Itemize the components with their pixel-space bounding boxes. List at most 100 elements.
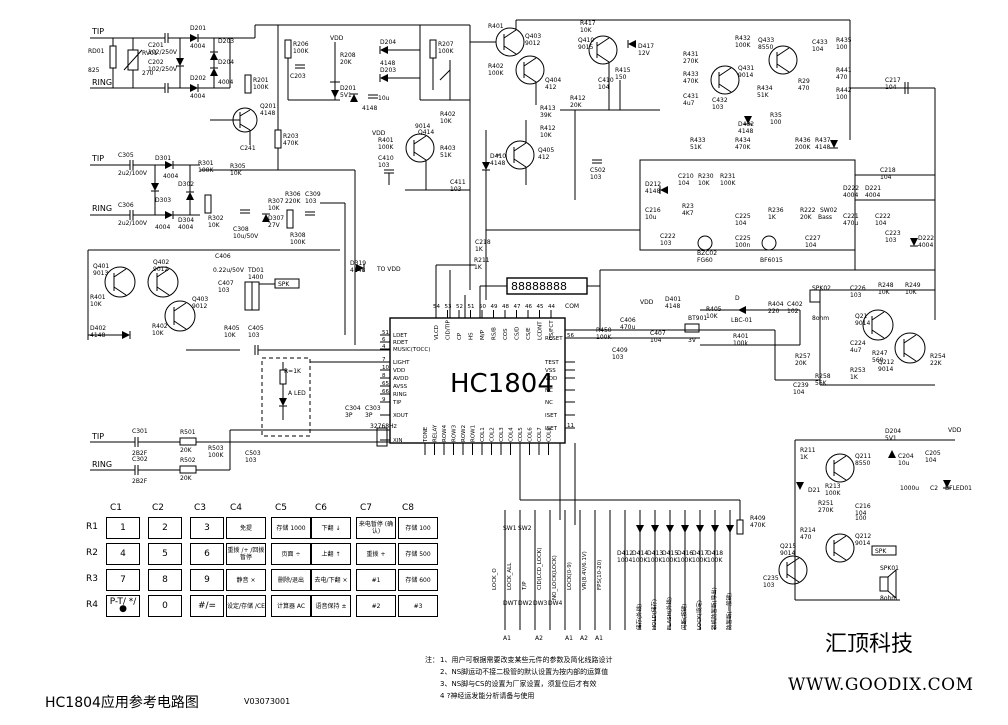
right-top-cluster: Q410 9015 R417 10K D417 12V C410 104 R41… bbox=[560, 19, 660, 200]
keypad-key: 来电暂停 (确认) bbox=[356, 517, 396, 539]
svg-text:DW2: DW2 bbox=[518, 600, 533, 607]
svg-text:104: 104 bbox=[735, 220, 747, 227]
svg-text:R203: R203 bbox=[283, 133, 299, 140]
svg-text:470u: 470u bbox=[620, 324, 635, 331]
svg-text:D204: D204 bbox=[218, 59, 234, 66]
svg-text:10K: 10K bbox=[208, 222, 221, 229]
svg-text:100K: 100K bbox=[632, 557, 648, 564]
svg-text:470u: 470u bbox=[843, 220, 858, 227]
svg-text:103: 103 bbox=[248, 332, 260, 339]
svg-text:12V: 12V bbox=[638, 50, 651, 57]
svg-text:4004: 4004 bbox=[155, 224, 170, 231]
svg-text:A1: A1 bbox=[565, 635, 573, 642]
svg-text:4u7: 4u7 bbox=[683, 100, 695, 107]
svg-text:412: 412 bbox=[545, 84, 557, 91]
svg-text:C402: C402 bbox=[787, 301, 803, 308]
svg-text:C308: C308 bbox=[233, 226, 249, 233]
svg-text:C301: C301 bbox=[132, 428, 148, 435]
svg-text:4148: 4148 bbox=[665, 303, 680, 310]
right-bottom-label: 防暂断(一般键) bbox=[725, 593, 733, 630]
svg-text:R306: R306 bbox=[285, 191, 301, 198]
svg-text:Q403: Q403 bbox=[192, 296, 208, 303]
svg-text:SW2: SW2 bbox=[518, 525, 532, 532]
lcd-display: 88888888 COM bbox=[480, 277, 600, 310]
svg-text:R305: R305 bbox=[230, 163, 246, 170]
svg-text:100K: 100K bbox=[720, 180, 736, 187]
svg-text:C303: C303 bbox=[365, 405, 381, 412]
svg-text:SPK02: SPK02 bbox=[812, 285, 831, 292]
chip-top-pin-num: 50 bbox=[479, 304, 486, 310]
chip-name: HC1804 bbox=[450, 369, 554, 399]
chip-top-pin-name: LCDNT bbox=[538, 321, 544, 340]
svg-text:C409: C409 bbox=[612, 347, 628, 354]
keypad-col-header: C4 bbox=[230, 503, 243, 513]
svg-text:100: 100 bbox=[836, 44, 848, 51]
svg-text:10K: 10K bbox=[706, 313, 719, 320]
chip-top-pin-num: 49 bbox=[491, 304, 498, 310]
svg-text:9013: 9013 bbox=[93, 270, 108, 277]
svg-text:LBC-01: LBC-01 bbox=[731, 317, 753, 324]
svg-text:C204: C204 bbox=[898, 453, 914, 460]
chip-top-pin-num: 48 bbox=[502, 304, 509, 310]
chip-bottom-pin-name: ROW2 bbox=[461, 425, 467, 442]
diagram-code: V03073001 bbox=[244, 697, 291, 706]
svg-text:R257: R257 bbox=[795, 353, 811, 360]
right-bottom-label: HOLD(储存) bbox=[650, 599, 658, 630]
svg-text:NO_LOCK(LOCK): NO_LOCK(LOCK) bbox=[552, 555, 558, 600]
svg-text:TD01: TD01 bbox=[247, 267, 264, 274]
svg-text:Q410: Q410 bbox=[578, 37, 594, 44]
keypad-key: 2 bbox=[148, 517, 182, 539]
svg-text:D202: D202 bbox=[190, 75, 206, 82]
ring-label-1: RING bbox=[92, 78, 112, 87]
svg-text:470K: 470K bbox=[683, 78, 699, 85]
svg-text:C226: C226 bbox=[850, 285, 866, 292]
svg-text:C302: C302 bbox=[132, 456, 148, 463]
svg-text:103: 103 bbox=[378, 162, 390, 169]
svg-text:D415: D415 bbox=[662, 550, 678, 557]
svg-text:10u: 10u bbox=[378, 95, 390, 102]
svg-text:1004: 1004 bbox=[617, 557, 632, 564]
chip-left-pin-num: 7 bbox=[382, 357, 386, 363]
svg-text:C406: C406 bbox=[620, 317, 636, 324]
svg-text:51K: 51K bbox=[690, 144, 703, 151]
svg-text:R433: R433 bbox=[690, 137, 706, 144]
svg-text:C201: C201 bbox=[148, 42, 164, 49]
svg-text:C503: C503 bbox=[245, 450, 261, 457]
svg-text:SW02: SW02 bbox=[820, 207, 838, 214]
chip-bottom-pin-name: COL3 bbox=[499, 427, 505, 442]
svg-text:51K: 51K bbox=[757, 92, 770, 99]
svg-text:103: 103 bbox=[712, 104, 724, 111]
chip-top-pin-name: CS/D bbox=[515, 327, 521, 340]
svg-text:4148: 4148 bbox=[815, 144, 830, 151]
svg-text:Q21: Q21 bbox=[855, 313, 868, 320]
chip-bottom-pin-name: COL7 bbox=[537, 427, 543, 442]
svg-text:1K: 1K bbox=[768, 214, 777, 221]
keypad-key: 设定/存储 /CE bbox=[226, 595, 266, 617]
svg-text:2B2F: 2B2F bbox=[132, 450, 148, 457]
svg-text:C216: C216 bbox=[645, 207, 661, 214]
svg-text:10u: 10u bbox=[898, 460, 910, 467]
chip-top-pin-num: 53 bbox=[445, 304, 452, 310]
svg-text:D414: D414 bbox=[632, 550, 648, 557]
svg-text:R413: R413 bbox=[540, 105, 556, 112]
chip-left-pin-name: LDET bbox=[393, 333, 408, 339]
svg-text:Q402: Q402 bbox=[153, 259, 169, 266]
svg-text:104: 104 bbox=[812, 46, 824, 53]
svg-text:20K: 20K bbox=[340, 59, 353, 66]
svg-text:C202: C202 bbox=[148, 59, 164, 66]
svg-text:100K: 100K bbox=[378, 144, 394, 151]
led-dashed-box: R=1K A LED bbox=[261, 357, 390, 437]
chip-right-pin-name: TEST bbox=[544, 360, 559, 366]
keypad-key: 存储 600 bbox=[398, 569, 438, 591]
svg-text:10K: 10K bbox=[90, 301, 103, 308]
svg-text:104: 104 bbox=[875, 220, 887, 227]
svg-text:103: 103 bbox=[612, 354, 624, 361]
svg-text:D402: D402 bbox=[90, 325, 106, 332]
svg-text:C305: C305 bbox=[118, 152, 134, 159]
svg-text:D413: D413 bbox=[647, 550, 663, 557]
keypad-key: 上翻 ↑ bbox=[311, 543, 351, 565]
svg-text:1K: 1K bbox=[800, 454, 809, 461]
to-vdd-label: TO VDD bbox=[376, 266, 401, 273]
svg-text:C407: C407 bbox=[218, 280, 234, 287]
svg-text:100K: 100K bbox=[290, 239, 306, 246]
